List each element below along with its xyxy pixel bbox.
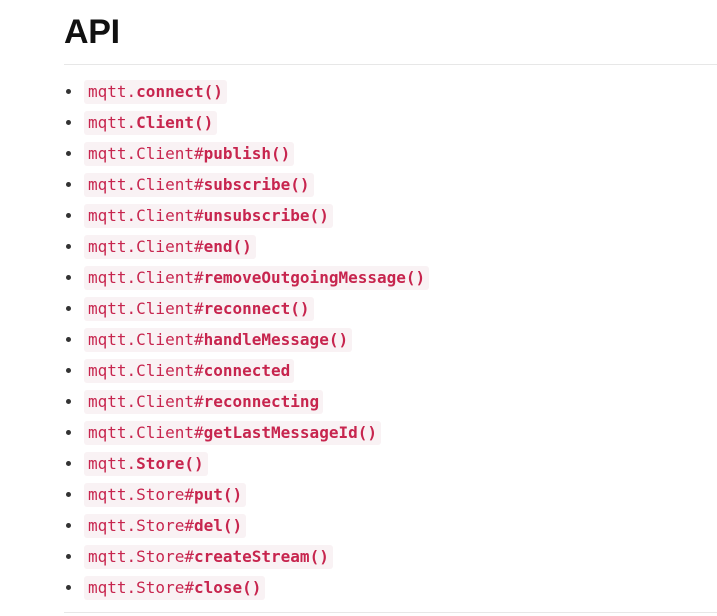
list-item: mqtt.Client#subscribe() bbox=[64, 169, 717, 200]
bullet-icon bbox=[66, 151, 71, 156]
api-member: handleMessage() bbox=[203, 329, 349, 349]
list-item: mqtt.connect() bbox=[64, 76, 717, 107]
api-member: Store() bbox=[136, 453, 204, 473]
api-member: reconnecting bbox=[203, 391, 320, 411]
api-link[interactable]: mqtt.connect() bbox=[84, 79, 227, 104]
bullet-icon bbox=[66, 585, 71, 590]
api-namespace: mqtt.Store# bbox=[88, 484, 194, 504]
bullet-icon bbox=[66, 89, 71, 94]
api-namespace: mqtt.Client# bbox=[88, 267, 204, 287]
api-link[interactable]: mqtt.Client#unsubscribe() bbox=[84, 203, 333, 228]
api-member: createStream() bbox=[193, 546, 329, 566]
api-reference-list: mqtt.connect()mqtt.Client()mqtt.Client#p… bbox=[64, 65, 717, 603]
bullet-icon bbox=[66, 182, 71, 187]
bullet-icon bbox=[66, 430, 71, 435]
api-namespace: mqtt.Client# bbox=[88, 329, 204, 349]
api-member: unsubscribe() bbox=[203, 205, 329, 225]
api-member: del() bbox=[193, 515, 243, 535]
api-link[interactable]: mqtt.Client#reconnecting bbox=[84, 389, 324, 414]
api-link[interactable]: mqtt.Store#del() bbox=[84, 513, 247, 538]
api-link[interactable]: mqtt.Client#removeOutgoingMessage() bbox=[84, 265, 430, 290]
api-namespace: mqtt.Client# bbox=[88, 205, 204, 225]
api-link[interactable]: mqtt.Client() bbox=[84, 110, 218, 135]
api-namespace: mqtt.Client# bbox=[88, 360, 204, 380]
api-link[interactable]: mqtt.Store#createStream() bbox=[84, 544, 333, 569]
bullet-icon bbox=[66, 461, 71, 466]
bullet-icon bbox=[66, 275, 71, 280]
api-namespace: mqtt.Store# bbox=[88, 515, 194, 535]
list-item: mqtt.Client() bbox=[64, 107, 717, 138]
api-namespace: mqtt.Store# bbox=[88, 546, 194, 566]
api-member: subscribe() bbox=[203, 174, 310, 194]
api-namespace: mqtt.Client# bbox=[88, 391, 204, 411]
bullet-icon bbox=[66, 399, 71, 404]
api-namespace: mqtt.Client# bbox=[88, 298, 204, 318]
api-namespace: mqtt. bbox=[88, 453, 137, 473]
list-item: mqtt.Store#put() bbox=[64, 479, 717, 510]
list-item: mqtt.Client#reconnecting bbox=[64, 386, 717, 417]
bullet-icon bbox=[66, 368, 71, 373]
page-title: API bbox=[64, 13, 120, 51]
bullet-icon bbox=[66, 523, 71, 528]
section-bottom-divider bbox=[64, 612, 717, 613]
list-item: mqtt.Store#close() bbox=[64, 572, 717, 603]
api-member: close() bbox=[193, 577, 262, 597]
api-link[interactable]: mqtt.Client#getLastMessageId() bbox=[84, 420, 381, 445]
bullet-icon bbox=[66, 337, 71, 342]
bullet-icon bbox=[66, 120, 71, 125]
api-namespace: mqtt.Client# bbox=[88, 236, 204, 256]
api-namespace: mqtt.Client# bbox=[88, 174, 204, 194]
api-link[interactable]: mqtt.Store#put() bbox=[84, 482, 247, 507]
api-member: removeOutgoingMessage() bbox=[203, 267, 426, 287]
api-member: put() bbox=[193, 484, 243, 504]
api-namespace: mqtt.Store# bbox=[88, 577, 194, 597]
list-item: mqtt.Store() bbox=[64, 448, 717, 479]
api-member: publish() bbox=[203, 143, 291, 163]
api-member: connected bbox=[203, 360, 291, 380]
bullet-icon bbox=[66, 213, 71, 218]
heading-divider bbox=[64, 64, 717, 65]
list-item: mqtt.Store#del() bbox=[64, 510, 717, 541]
api-member: reconnect() bbox=[203, 298, 310, 318]
api-link[interactable]: mqtt.Client#handleMessage() bbox=[84, 327, 353, 352]
api-member: end() bbox=[203, 236, 252, 256]
list-item: mqtt.Store#createStream() bbox=[64, 541, 717, 572]
list-item: mqtt.Client#unsubscribe() bbox=[64, 200, 717, 231]
list-item: mqtt.Client#handleMessage() bbox=[64, 324, 717, 355]
bullet-icon bbox=[66, 244, 71, 249]
api-member: connect() bbox=[136, 81, 223, 101]
api-link[interactable]: mqtt.Client#connected bbox=[84, 358, 295, 383]
api-namespace: mqtt.Client# bbox=[88, 143, 204, 163]
api-namespace: mqtt.Client# bbox=[88, 422, 204, 442]
api-namespace: mqtt. bbox=[88, 112, 137, 132]
list-item: mqtt.Client#reconnect() bbox=[64, 293, 717, 324]
list-item: mqtt.Client#publish() bbox=[64, 138, 717, 169]
bullet-icon bbox=[66, 554, 71, 559]
api-member: getLastMessageId() bbox=[203, 422, 377, 442]
list-item: mqtt.Client#end() bbox=[64, 231, 717, 262]
list-item: mqtt.Client#getLastMessageId() bbox=[64, 417, 717, 448]
bullet-icon bbox=[66, 306, 71, 311]
api-link[interactable]: mqtt.Client#subscribe() bbox=[84, 172, 314, 197]
api-link[interactable]: mqtt.Store() bbox=[84, 451, 208, 476]
api-link[interactable]: mqtt.Client#publish() bbox=[84, 141, 295, 166]
list-item: mqtt.Client#removeOutgoingMessage() bbox=[64, 262, 717, 293]
list-item: mqtt.Client#connected bbox=[64, 355, 717, 386]
api-namespace: mqtt. bbox=[88, 81, 137, 101]
api-link[interactable]: mqtt.Client#end() bbox=[84, 234, 256, 259]
api-link[interactable]: mqtt.Client#reconnect() bbox=[84, 296, 314, 321]
api-member: Client() bbox=[136, 112, 214, 132]
bullet-icon bbox=[66, 492, 71, 497]
api-link[interactable]: mqtt.Store#close() bbox=[84, 575, 266, 600]
